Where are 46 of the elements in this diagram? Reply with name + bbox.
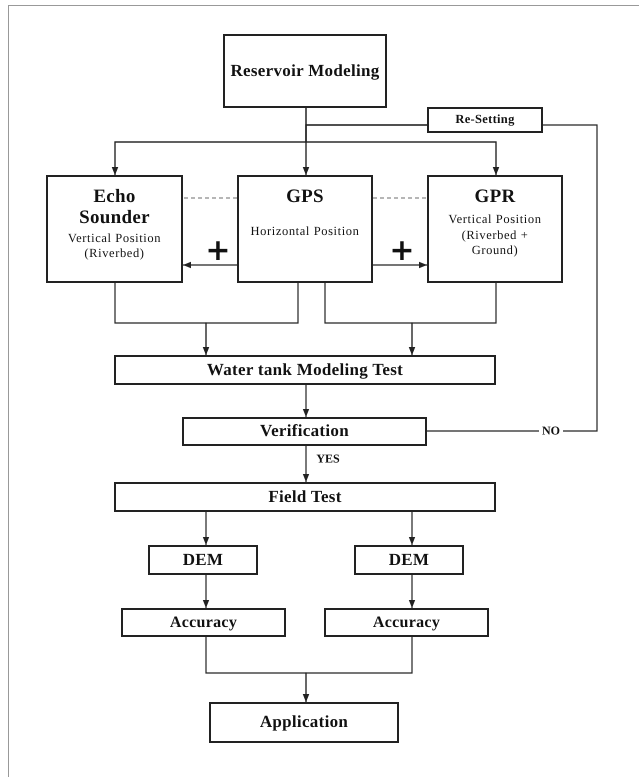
- connector-line: [427, 124, 598, 432]
- arrow: [202, 283, 299, 355]
- process-box: [148, 545, 258, 575]
- process-box: [114, 482, 496, 512]
- process-box: [114, 355, 496, 385]
- box-title: GPR: [474, 187, 516, 208]
- box-title: DEM: [182, 550, 224, 570]
- box-title: Verification: [260, 422, 349, 441]
- arrow: [408, 512, 416, 545]
- process-box: [427, 107, 543, 133]
- box-description: Vertical Position (Riverbed + Ground): [447, 212, 543, 259]
- process-box: [237, 175, 373, 283]
- box-title: Accuracy: [170, 614, 238, 632]
- box-title: GPS: [286, 187, 324, 208]
- process-box: [354, 545, 464, 575]
- process-box: [209, 702, 399, 743]
- box-title: Water tank Modeling Test: [206, 360, 404, 380]
- box-description: Horizontal Position: [250, 224, 360, 240]
- process-box: [121, 608, 286, 637]
- arrow: [202, 575, 210, 608]
- plus-sign: +: [389, 236, 415, 266]
- arrow: [302, 637, 413, 702]
- box-description: Vertical Position (Riverbed): [66, 230, 162, 262]
- process-box: [182, 417, 427, 446]
- box-title: Application: [260, 713, 348, 732]
- box-title: DEM: [388, 550, 430, 570]
- dashed-line: [183, 197, 237, 199]
- arrow: [302, 385, 310, 417]
- arrow: [408, 283, 497, 355]
- arrow: [202, 512, 210, 545]
- arrow: [305, 124, 500, 175]
- arrow: [183, 262, 237, 268]
- box-title: Echo Sounder: [78, 187, 151, 229]
- arrow: [373, 262, 427, 268]
- box-title: Field Test: [268, 488, 342, 506]
- process-box: [324, 608, 489, 637]
- box-title: Reservoir Modeling: [230, 62, 380, 80]
- process-box: [427, 175, 563, 283]
- arrow: [408, 575, 416, 608]
- dashed-line: [373, 197, 427, 199]
- plus-sign: +: [205, 236, 231, 266]
- box-title: Accuracy: [372, 614, 440, 632]
- process-box: [223, 34, 387, 108]
- process-box: [46, 175, 183, 283]
- arrow: [302, 446, 310, 482]
- box-title: Re-Setting: [455, 113, 515, 127]
